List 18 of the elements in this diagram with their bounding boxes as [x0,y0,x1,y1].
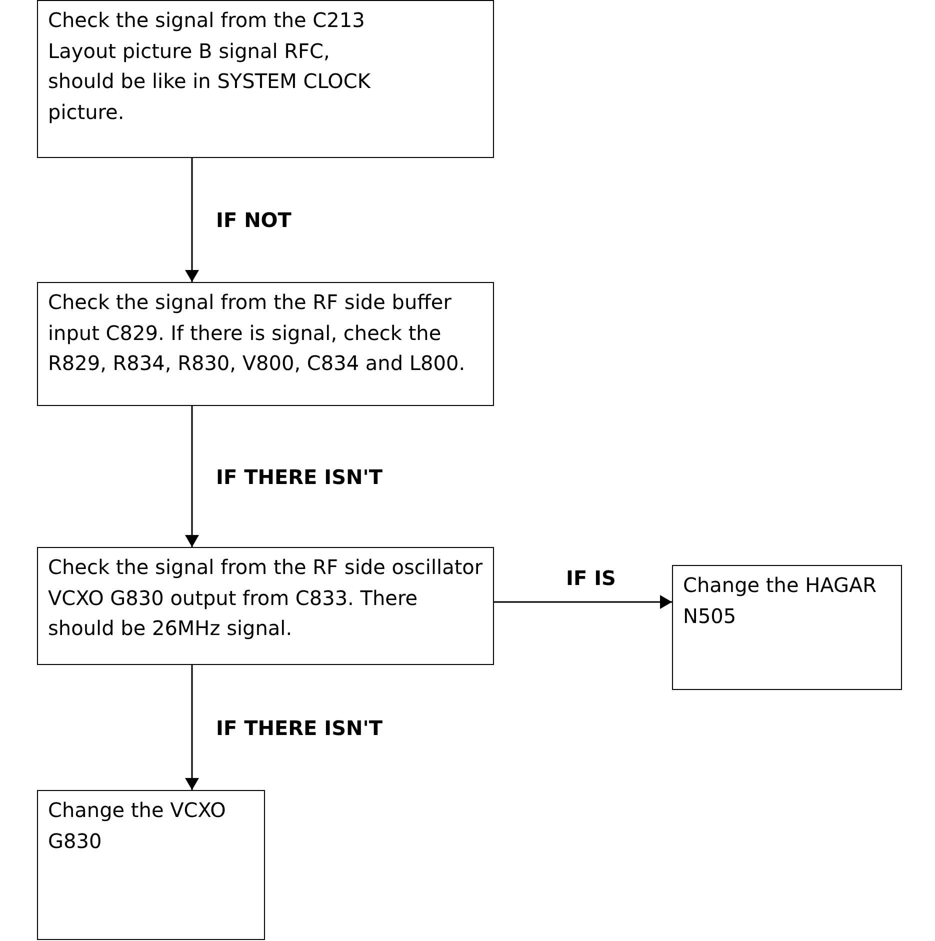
step-text: Check the signal from the RF side oscillator VCXO G830 output from C833. There should be 26MHz signal. [48,554,484,642]
edge-label: IF NOT [216,208,292,232]
process-box [37,282,494,406]
process-box [37,0,494,158]
arrow [494,595,672,609]
edge-label: IF THERE ISN'T [216,464,382,488]
step-text: Check the signal from the RF side buffer input C829. If there is signal, check the R829, R834, R830, V800, C834 and L800. [48,289,466,377]
arrow [185,665,199,790]
edge-label: IF IS [566,566,616,590]
arrow [185,158,199,282]
step-text: Check the signal from the C213 Layout picture B signal RFC, should be like in SYSTEM CLOCK picture. [48,7,372,126]
process-box [37,547,494,665]
process-box [37,790,265,940]
arrow [185,406,199,547]
step-text: Change the HAGAR N505 [683,572,878,630]
process-box [672,565,902,690]
edge-label: IF THERE ISN'T [216,716,382,740]
step-text: Change the VCXO G830 [48,797,227,854]
